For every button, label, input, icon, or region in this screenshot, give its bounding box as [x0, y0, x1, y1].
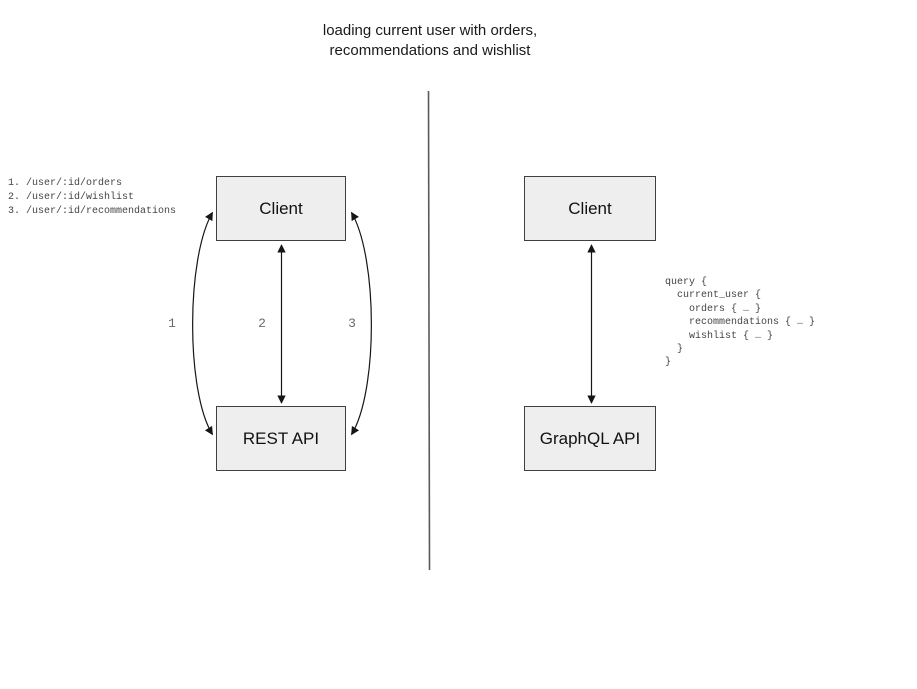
diagram-title-line2: recommendations and wishlist — [329, 42, 531, 59]
query-line: orders { … } — [665, 303, 762, 315]
query-line: current_user { — [665, 290, 762, 302]
rest-client-box-label: Client — [259, 198, 303, 218]
rest-endpoint-wishlist: 2. /user/:id/wishlist — [8, 192, 135, 203]
query-line: recommendations { … } — [665, 317, 816, 329]
rest-api-box-label: REST API — [242, 428, 320, 448]
query-line: } — [665, 357, 672, 369]
diagram-title-line1: loading current user with orders, — [322, 22, 538, 39]
query-line: query { — [665, 277, 708, 288]
graphql-query-block: query { current_user { orders { … } reco… — [665, 276, 815, 370]
rest-arrow-label-2: 2 — [258, 316, 266, 331]
rest-arrow-label-3: 3 — [348, 316, 356, 331]
rest-endpoint-orders: 1. /user/:id/orders — [8, 178, 123, 189]
diagram-title: loading current user with orders, recomm… — [255, 21, 605, 61]
rest-endpoint-recommendations: 3. /user/:id/recommendations — [8, 206, 177, 217]
rest-client-box: Client — [216, 176, 346, 241]
graphql-api-box: GraphQL API — [524, 406, 656, 471]
query-line: wishlist { … } — [665, 330, 774, 342]
rest-endpoints-list: 1. /user/:id/orders 2. /user/:id/wishlis… — [8, 177, 176, 219]
rest-api-box: REST API — [216, 406, 346, 471]
section-divider-line — [427, 90, 431, 571]
graphql-api-box-label: GraphQL API — [539, 428, 641, 448]
rest-arrow-label-1: 1 — [168, 316, 176, 331]
query-line: } — [665, 344, 684, 356]
graphql-client-box-label: Client — [568, 198, 612, 218]
rest-arrow-1-curve — [192, 211, 214, 436]
graphql-client-box: Client — [524, 176, 656, 241]
